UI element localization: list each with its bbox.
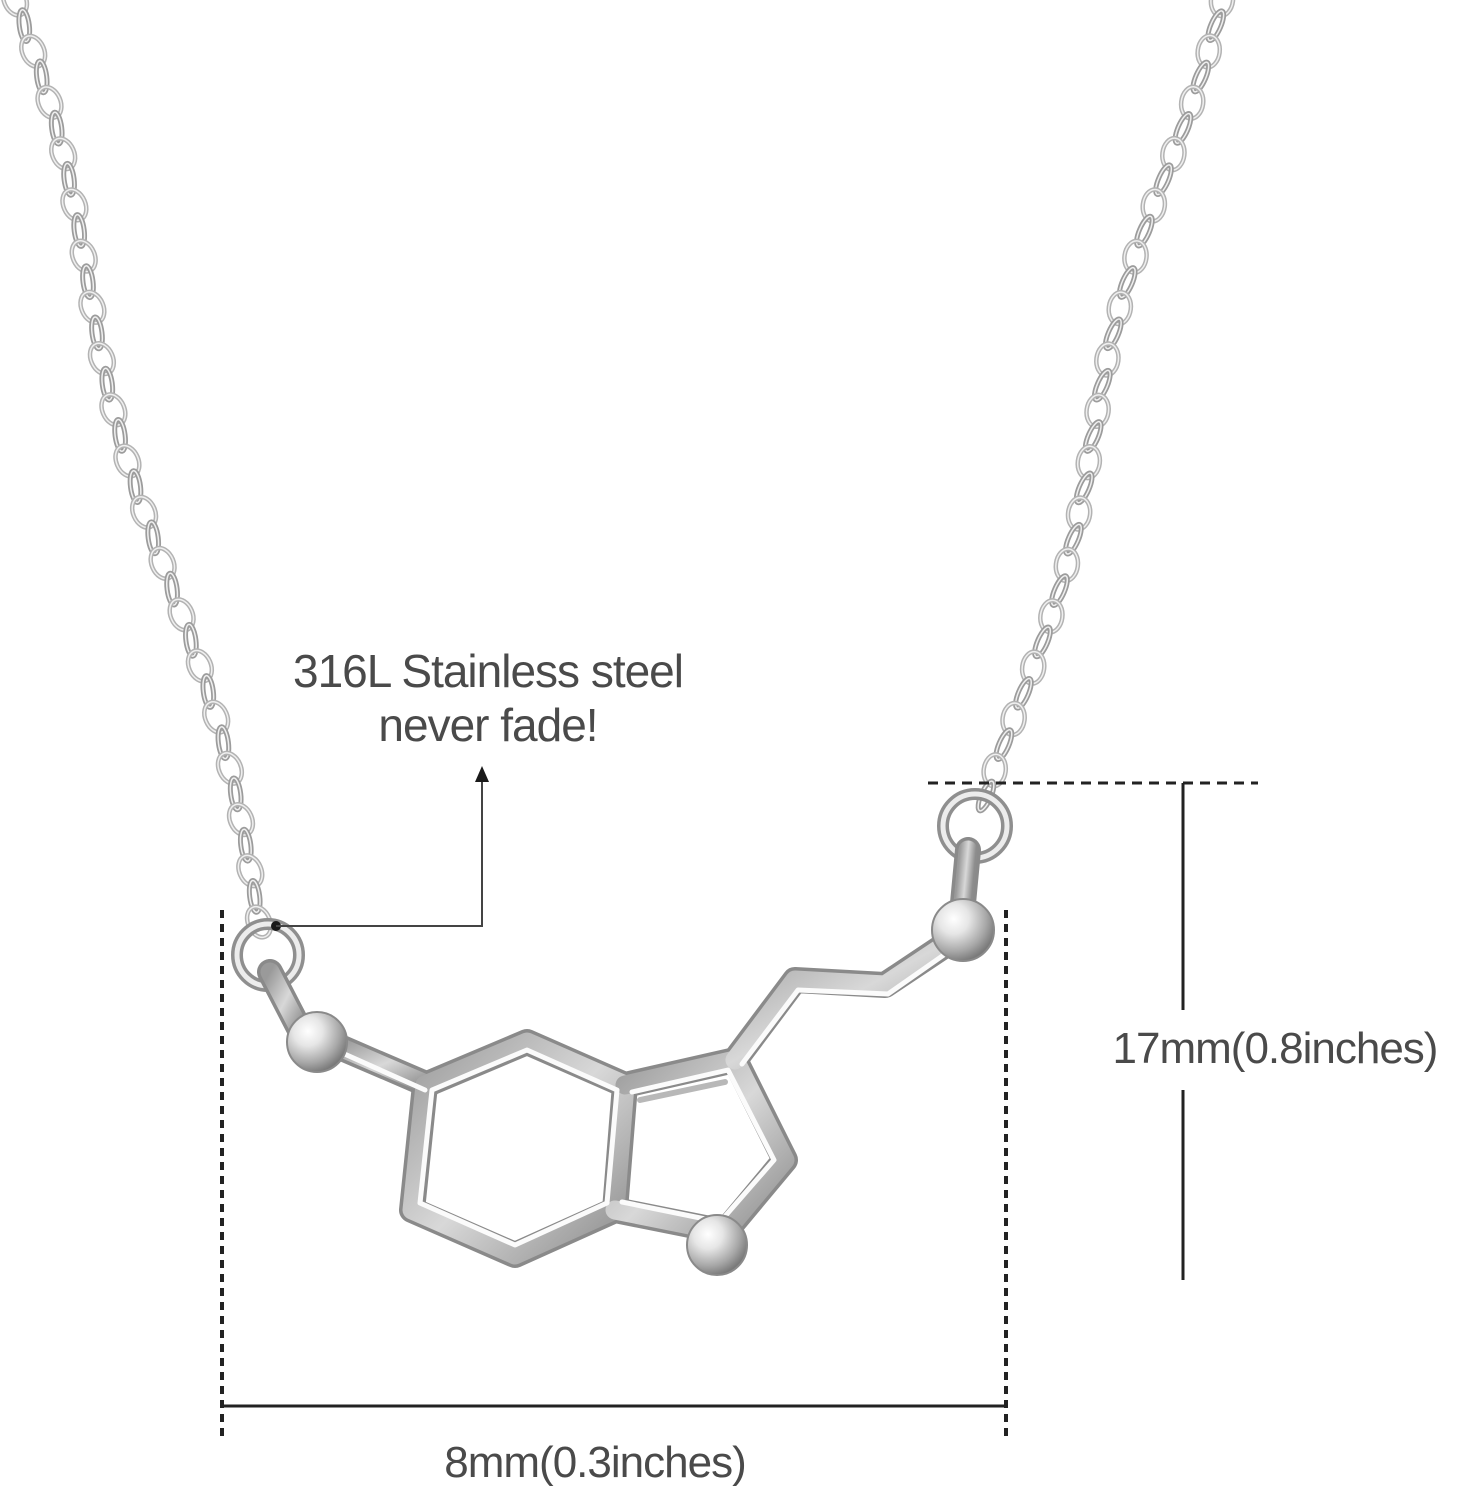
- chain-link-highlight: [1104, 318, 1122, 350]
- chain-link-highlight: [90, 316, 104, 350]
- chain-link-highlight: [1095, 342, 1120, 377]
- chain-link-highlight: [1135, 215, 1153, 247]
- chain-link-highlight: [18, 8, 31, 43]
- chain-link-highlight: [113, 418, 127, 453]
- chain-link-highlight: [1192, 61, 1210, 93]
- chain-link-highlight: [1014, 677, 1032, 709]
- chain-link-highlight: [62, 162, 76, 196]
- chain-link-highlight: [114, 444, 141, 478]
- chain-link-highlight: [147, 521, 160, 555]
- chain-link-highlight: [1064, 523, 1082, 555]
- molecule-pendant: [231, 788, 1013, 1276]
- chain-link-highlight: [1050, 575, 1069, 607]
- height-label: 17mm(0.8inches): [1112, 1024, 1439, 1073]
- chain-link-highlight: [995, 729, 1013, 761]
- chain-link-highlight: [1084, 420, 1102, 453]
- chain-link-highlight: [217, 726, 230, 760]
- chain-link-highlight: [73, 213, 86, 248]
- width-label: 8mm(0.3inches): [444, 1438, 746, 1487]
- chain-right: [975, 0, 1236, 814]
- chain-link-highlight: [20, 35, 46, 68]
- chain-link-highlight: [1154, 164, 1173, 196]
- chain-link-highlight: [101, 367, 114, 401]
- chain-link-highlight: [1174, 112, 1192, 144]
- chain-link-highlight: [1093, 369, 1111, 401]
- chain-link-highlight: [202, 674, 215, 709]
- chain-link-highlight: [1067, 496, 1091, 531]
- chain-link-highlight: [248, 879, 261, 914]
- material-caption-line1: 316L Stainless steel: [292, 645, 684, 697]
- chain-link-highlight: [1033, 626, 1052, 658]
- chain-link-highlight: [184, 623, 198, 657]
- chain-link-highlight: [239, 828, 252, 862]
- chain-link-highlight: [1207, 10, 1225, 42]
- atom-ball-bottom: [686, 1214, 748, 1276]
- chain-link-highlight: [50, 111, 63, 145]
- chain-link-highlight: [129, 469, 142, 504]
- chain-link-highlight: [1210, 0, 1234, 17]
- arrow-up-icon: [475, 766, 489, 782]
- chain-link-highlight: [35, 60, 48, 94]
- chain-link-highlight: [1107, 291, 1132, 325]
- chain-link-highlight: [187, 649, 213, 682]
- chain-link-highlight: [1118, 266, 1136, 299]
- chain-link-highlight: [100, 393, 127, 426]
- chain-link-highlight: [203, 701, 229, 734]
- chain-left: [0, 0, 274, 940]
- atom-ball-left: [286, 1011, 348, 1073]
- material-callout: [271, 766, 489, 931]
- material-caption: 316L Stainless steel never fade!: [238, 644, 738, 752]
- width-dimension: [220, 910, 1008, 1440]
- material-caption-line2: never fade!: [378, 699, 598, 751]
- height-dimension: [928, 781, 1258, 1280]
- chain-link-highlight: [229, 777, 242, 811]
- chain-link-highlight: [165, 572, 179, 606]
- chain-link-highlight: [81, 265, 95, 299]
- chain-link-highlight: [1075, 472, 1093, 504]
- chain-link-highlight: [36, 86, 63, 119]
- atom-ball-right: [931, 898, 995, 962]
